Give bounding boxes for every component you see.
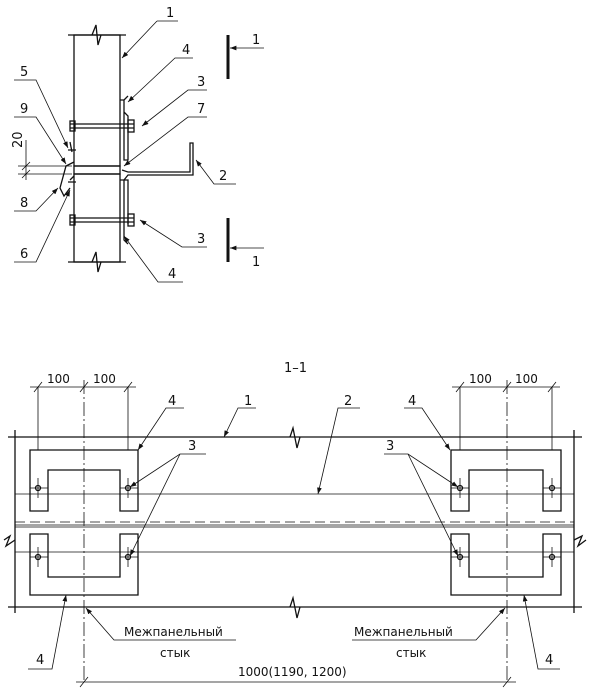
dimension-left-100: 100 100 [30,372,136,450]
joint-label-left: Межпанельный стык [85,607,236,660]
callout-9: 9 [20,102,28,117]
callout-6: 6 [20,247,28,262]
callout-5: 5 [20,65,28,80]
joint-seal [73,165,121,175]
svg-text:стык: стык [160,646,190,660]
break-mark-bottom [91,251,102,273]
callout-4-bottom: 4 [168,267,176,282]
svg-text:1000(1190, 1200): 1000(1190, 1200) [238,665,347,679]
bracket-upper [120,95,129,161]
bracket-lower [120,179,129,245]
callout-4-bottom-right: 4 [545,653,553,668]
dimension-20-label: 20 [11,131,26,148]
callout-3-left: 3 [129,439,206,557]
brackets-right [450,380,562,680]
svg-text:1: 1 [252,255,260,270]
callout-7: 7 [197,102,205,117]
joint-detail-view: 20 1 4 3 7 2 3 4 5 9 8 6 1 1 [11,6,264,283]
callout-4-top-left: 4 [168,394,176,409]
callout-3-bottom: 3 [197,232,205,247]
svg-text:Межпанельный: Межпанельный [354,625,453,639]
section-title: 1–1 [284,361,307,376]
svg-text:100: 100 [93,372,116,386]
brackets-left [29,380,139,680]
svg-text:3: 3 [386,439,394,454]
span-dimension: 1000(1190, 1200) [76,665,516,688]
svg-text:100: 100 [515,372,538,386]
bolt-lower [70,217,134,223]
callout-2: 2 [344,394,352,409]
callout-1: 1 [244,394,252,409]
sandwich-panel-upper [73,34,121,167]
section-1-1-view: 1–1 100 1 [3,361,587,688]
svg-text:1: 1 [252,33,260,48]
callout-8: 8 [20,196,28,211]
svg-text:Межпанельный: Межпанельный [124,625,223,639]
callout-3-right: 3 [384,439,459,557]
dimension-right-100: 100 100 [452,372,560,450]
callout-1: 1 [166,6,174,21]
svg-text:стык: стык [396,646,426,660]
callout-4-bottom-left: 4 [36,653,44,668]
flashing [59,161,75,198]
svg-text:100: 100 [469,372,492,386]
callout-3-top: 3 [197,75,205,90]
callout-4-top-right: 4 [408,394,416,409]
break-mark-top [91,24,102,46]
rail-profile [121,142,194,181]
joint-label-right: Межпанельный стык [352,607,506,660]
svg-text:3: 3 [188,439,196,454]
dimension-20 [18,140,72,180]
bolt-upper [70,123,134,129]
svg-text:100: 100 [47,372,70,386]
callout-2: 2 [219,169,227,184]
section-mark-top: 1 [226,33,264,79]
callout-4-top: 4 [182,43,190,58]
section-mark-bottom: 1 [226,218,264,270]
